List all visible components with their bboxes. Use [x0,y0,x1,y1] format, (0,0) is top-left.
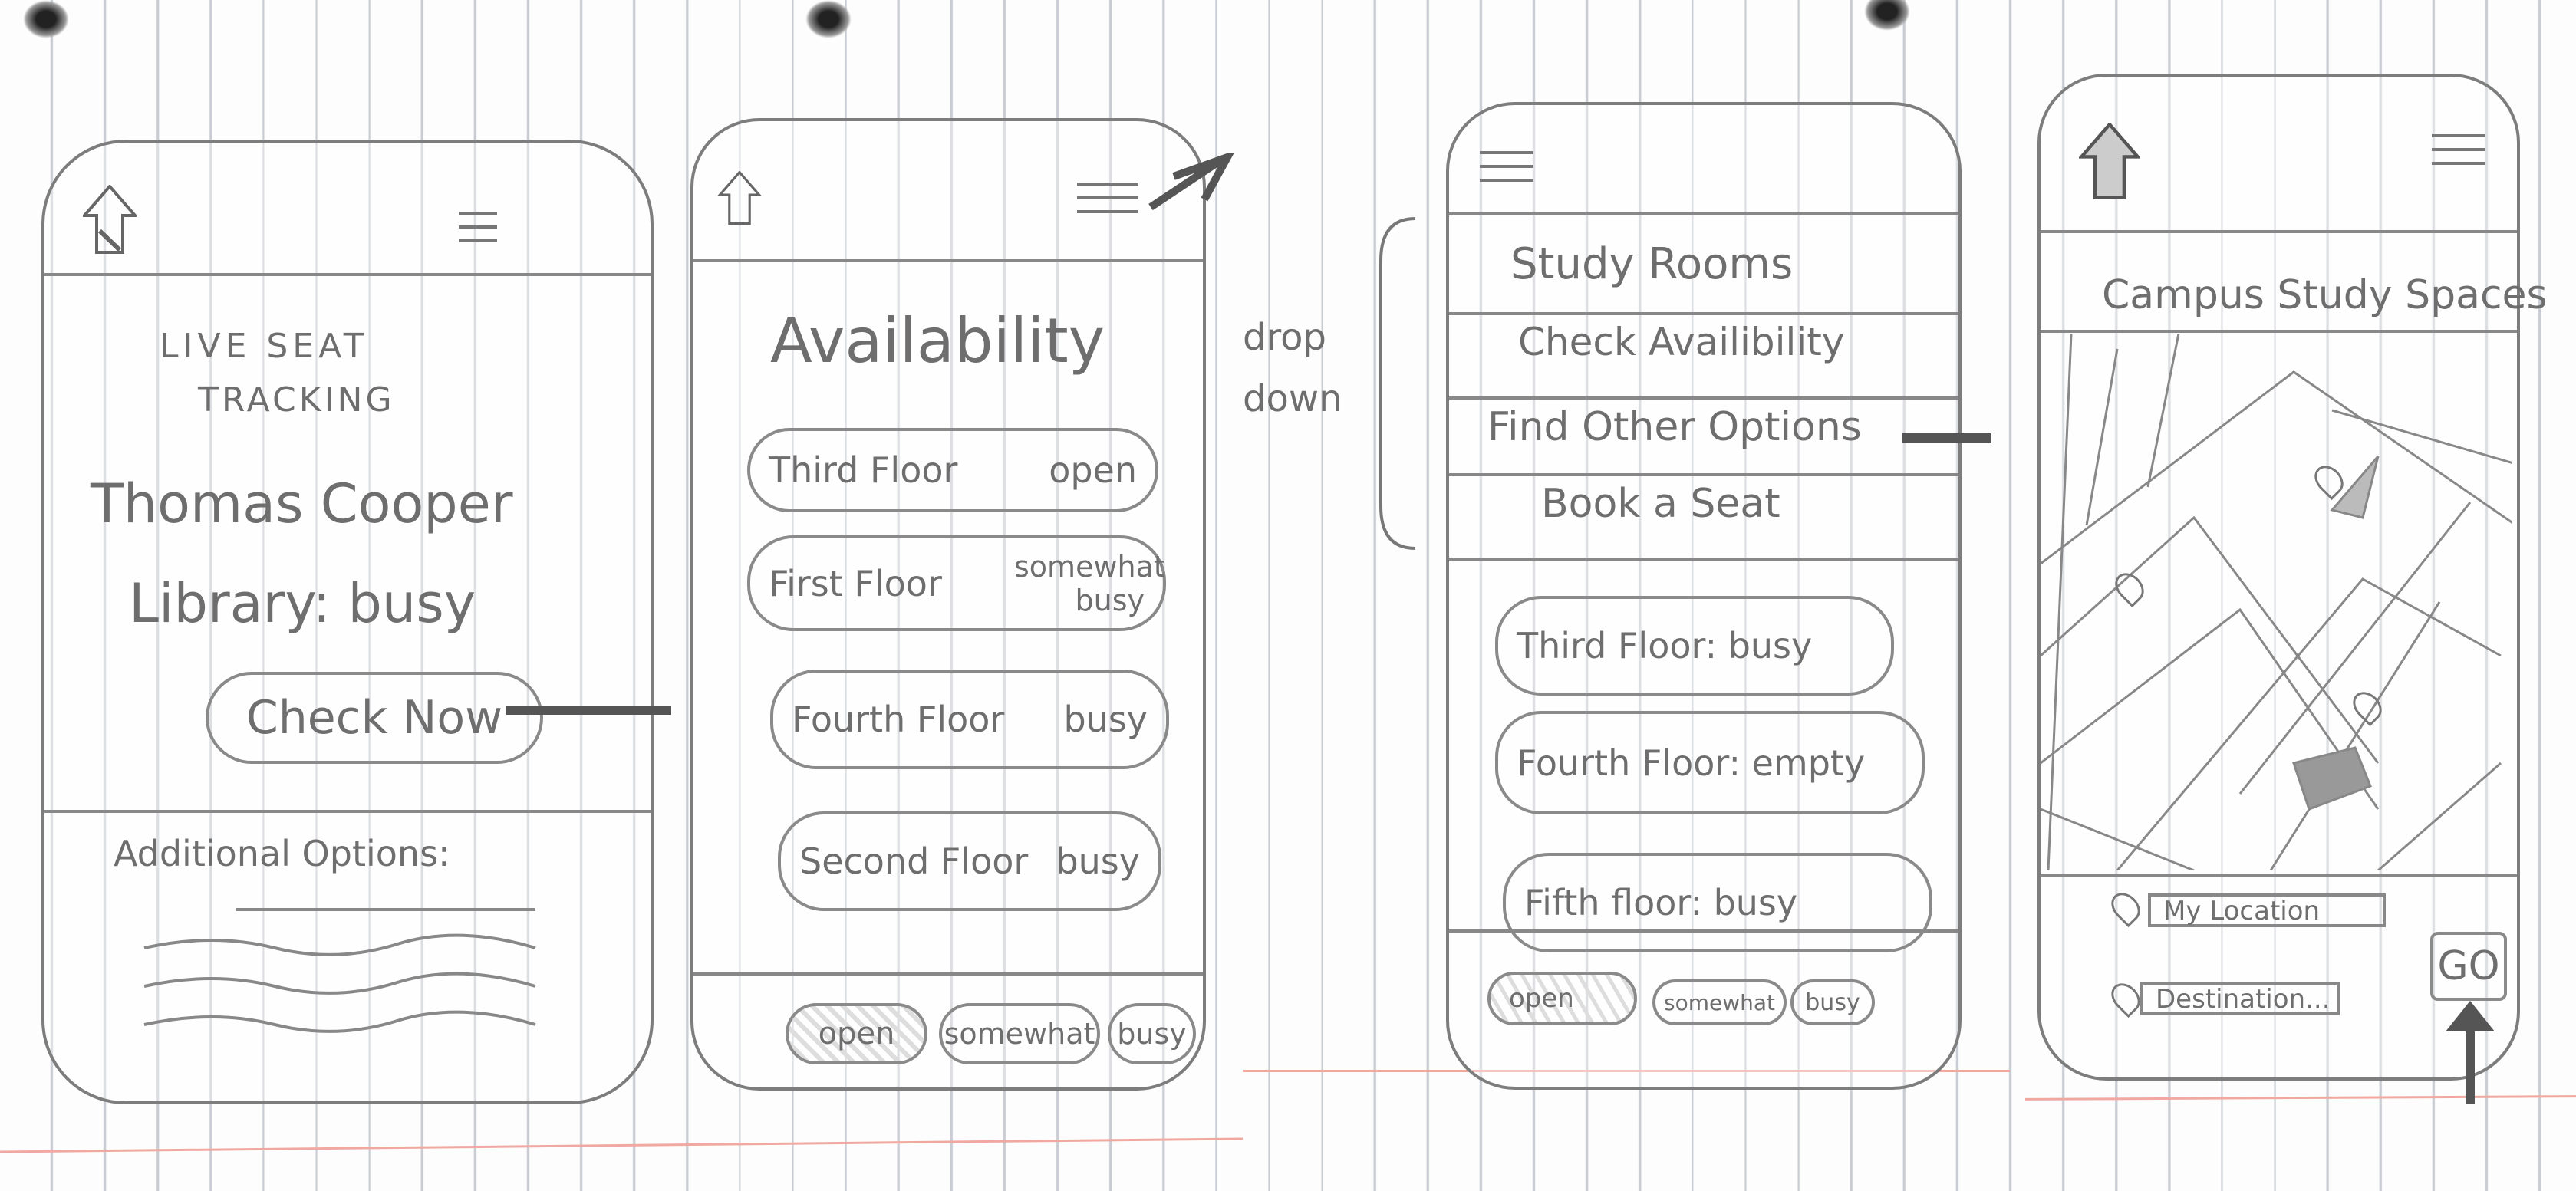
menu-item-study-rooms[interactable]: Study Rooms [1510,239,1794,289]
additional-options-heading: Additional Options: [114,833,450,874]
floor-row[interactable]: Fourth Floor busy [770,670,1169,769]
binder-hole [805,0,852,38]
legend-somewhat[interactable]: somewhat [939,1003,1100,1064]
floor-row[interactable]: Fifth floor: busy [1503,853,1932,952]
library-status: Library: busy [129,572,476,635]
legend-busy[interactable]: busy [1790,979,1875,1025]
location-pin-icon [2105,887,2146,928]
dropdown-bracket [1379,217,1416,550]
legend-label: open [818,1016,895,1051]
phone-screen-availability: Availability Third Floor open First Floor… [690,118,1206,1091]
floor-row[interactable]: First Floor somewhat busy [747,535,1166,631]
check-now-button[interactable]: Check Now [206,672,543,764]
dropdown-annotation: drop down [1243,316,1342,420]
legend-open[interactable]: open [1487,972,1637,1025]
floor-row[interactable]: Second Floor busy [778,811,1161,911]
legend-somewhat[interactable]: somewhat [1652,979,1787,1025]
annotation-arrow [1902,433,1991,443]
margin-line [0,1137,1243,1153]
floor-name: Fourth Floor [792,699,1005,740]
floor-label: Fourth Floor: empty [1517,742,1866,784]
menu-icon[interactable] [2432,134,2485,176]
floor-row[interactable]: Third Floor open [747,428,1158,512]
home-icon[interactable] [83,185,137,254]
legend-open[interactable]: open [786,1003,927,1064]
legend-busy[interactable]: busy [1108,1003,1196,1064]
legend-label: busy [1805,989,1860,1016]
floor-status: busy [1063,699,1148,740]
menu-item-check-availability[interactable]: Check Availibility [1518,320,1845,364]
home-icon[interactable] [716,171,763,225]
placeholder-lines [143,908,536,1033]
binder-hole [23,0,69,38]
legend-label: open [1509,983,1574,1014]
floor-row[interactable]: Fourth Floor: empty [1495,711,1925,814]
legend-label: somewhat [944,1017,1095,1051]
floor-name: Third Floor [769,449,958,491]
menu-item-find-other-options[interactable]: Find Other Options [1487,404,1862,450]
floor-label: Fifth floor: busy [1524,882,1798,923]
go-button[interactable]: GO [2430,932,2507,1001]
campus-map[interactable] [2041,334,2512,870]
go-label: GO [2437,943,2500,989]
title-line: LIVE SEAT [160,327,369,366]
phone-screen-dropdown: Study Rooms Check Availibility Find Othe… [1446,102,1962,1090]
library-status: Thomas Cooper [91,472,513,535]
annotation-arrow [1148,153,1234,211]
origin-input[interactable]: My Location [2148,893,2386,927]
menu-icon[interactable] [1480,151,1533,192]
menu-icon[interactable] [1077,183,1138,224]
destination-input[interactable]: Destination... [2140,982,2340,1015]
page-title: Campus Study Spaces [2102,272,2548,318]
annotation-arrow [506,706,671,715]
home-icon[interactable] [2079,123,2140,199]
floor-label: Third Floor: busy [1517,625,1813,666]
phone-screen-home: LIVE SEAT TRACKING Thomas Cooper Library… [41,140,654,1104]
annotation-arrow [2446,1001,2495,1104]
floor-name: Second Floor [799,841,1029,882]
floor-status: open [1049,449,1137,491]
title-line: TRACKING [198,380,395,419]
floor-name: First Floor [769,562,942,604]
floor-row[interactable]: Third Floor: busy [1495,596,1894,696]
floor-status: busy [1056,841,1140,882]
binder-hole [1864,0,1910,31]
menu-item-book-a-seat[interactable]: Book a Seat [1541,481,1780,527]
floor-status: somewhat busy [1014,549,1165,617]
menu-icon[interactable] [459,212,497,253]
phone-screen-map: Campus Study Spaces My Location Destinat… [2037,74,2548,1081]
page-title: Availability [770,305,1105,377]
legend-label: somewhat [1663,989,1775,1015]
check-now-label: Check Now [245,691,503,745]
margin-line [1243,1070,2010,1072]
legend-label: busy [1117,1017,1187,1051]
